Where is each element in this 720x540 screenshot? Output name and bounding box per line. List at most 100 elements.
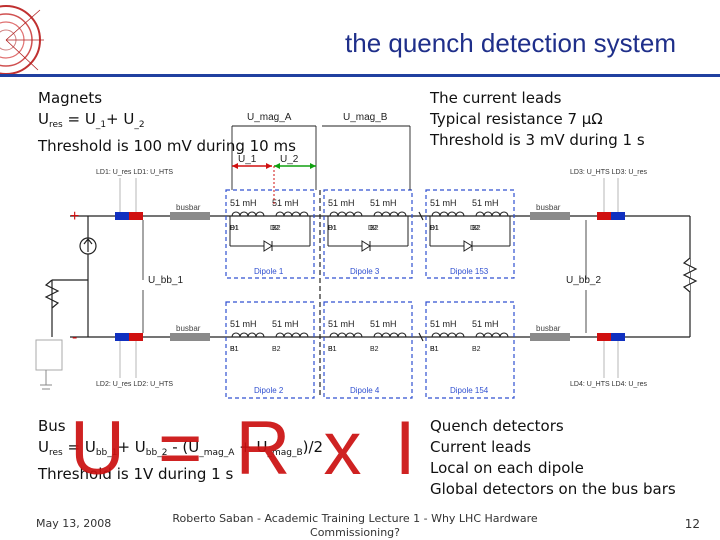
busbar-label-bl: busbar [176, 324, 201, 333]
inductance-label: 51 mH [370, 198, 397, 208]
coil-label: B2 [272, 346, 281, 353]
bus-eq-bb1: bb_1 [95, 448, 118, 458]
magnets-threshold: Threshold is 100 mV during 10 ms [38, 137, 296, 155]
inductor-icon [275, 332, 309, 338]
diode-icon [361, 240, 371, 252]
bus-eq-sub: res [48, 448, 63, 458]
inductor-icon [275, 211, 309, 217]
diode-icon [263, 240, 273, 252]
inductor-icon [231, 332, 265, 338]
dipole-box-1 [225, 189, 315, 279]
eq-plus: + U [106, 110, 135, 128]
coil-label: D2 [368, 225, 377, 232]
qd-line2: Local on each dipole [430, 459, 584, 477]
coil-label: D1 [230, 225, 239, 232]
u1-label: U_1 [238, 154, 257, 165]
eq-mid: = U [62, 110, 96, 128]
lead-blocks [115, 212, 625, 341]
bus-eq-mag-a: _mag_A [199, 448, 235, 458]
inductor-icon [329, 332, 363, 338]
coil-label: D1 [328, 225, 337, 232]
coil-label: B1 [230, 225, 239, 232]
eq-lhs-sub: res [48, 120, 63, 130]
right-resistor-icon [682, 257, 698, 293]
bus-eq-u: U [38, 438, 49, 456]
bus-equation: Ures = Ubb_1+ Ubb_2 - (U_mag_A + U_mag_B… [38, 437, 323, 464]
inductance-label: 51 mH [472, 198, 499, 208]
inductor-icon [373, 332, 407, 338]
ohms-law-equation: U = R x I [70, 406, 422, 491]
inductance-label: 51 mH [230, 198, 257, 208]
circuit-diagram: + - busbar busbar busbar busbar LD1: U_r… [35, 112, 698, 399]
dipole-2-label: Dipole 2 [254, 386, 284, 395]
busbar-label-tr: busbar [536, 203, 561, 212]
minus-marker: - [72, 329, 77, 346]
bus-eq-plus2: + U [234, 438, 268, 456]
inductance-label: 51 mH [430, 198, 457, 208]
bus-eq-bb2: bb_2 [145, 448, 168, 458]
page-number: 12 [684, 517, 700, 531]
coil-label: B1 [230, 346, 239, 353]
coil-label: D2 [470, 225, 479, 232]
coil-label: D2 [270, 225, 279, 232]
u-mag-b-label: U_mag_B [343, 112, 388, 123]
plus-marker: + [70, 208, 79, 225]
inductance-label: 51 mH [328, 198, 355, 208]
inductance-label: 51 mH [272, 198, 299, 208]
bus-heading: Bus [38, 417, 66, 435]
lead-label-tl: LD1: U_res LD1: U_HTS [96, 169, 173, 176]
coil-label: B2 [472, 346, 481, 353]
coil-label: B1 [430, 346, 439, 353]
inductance-label: 51 mH [230, 319, 257, 329]
bus-eq-mag-b: _mag_B [267, 448, 303, 458]
u2-label: U_2 [280, 154, 299, 165]
inductor-icon [475, 211, 509, 217]
bus-threshold: Threshold is 1V during 1 s [38, 465, 234, 483]
dipole-box-2 [225, 301, 315, 399]
lead-label-tr: LD3: U_HTS LD3: U_res [570, 169, 648, 176]
dipole-153-label: Dipole 153 [450, 267, 489, 276]
footer-author: Roberto Saban - Academic Training Lectur… [150, 512, 560, 540]
inductance-label: 51 mH [370, 319, 397, 329]
coil-label: D1 [430, 225, 439, 232]
inductor-icon [475, 332, 509, 338]
magnets-block: Magnets Ures = U_1+ U_2 Threshold is 100… [38, 88, 296, 157]
left-resistor-icon [44, 279, 60, 309]
busbar-label-br: busbar [536, 324, 561, 333]
lead-label-br: LD4: U_HTS LD4: U_res [570, 381, 648, 388]
bus-eq-minus: - (U [167, 438, 200, 456]
bus-eq-end: )/2 [302, 438, 324, 456]
coil-label: B1 [328, 346, 337, 353]
inductance-label: 51 mH [328, 319, 355, 329]
dipole-4-label: Dipole 4 [350, 386, 380, 395]
coil-label: B1 [328, 225, 337, 232]
bus-eq-rest: = U [62, 438, 96, 456]
coil-label: B2 [370, 225, 379, 232]
coil-label: B2 [370, 346, 379, 353]
eq-lhs: U [38, 110, 49, 128]
u-mag-a-label: U_mag_A [247, 112, 292, 123]
inductance-label: 51 mH [430, 319, 457, 329]
magnets-equation: Ures = U_1+ U_2 [38, 109, 296, 136]
inductor-icon [373, 211, 407, 217]
inductor-icon [329, 211, 363, 217]
coil-label: B1 [230, 346, 239, 353]
dipole-box-153 [425, 189, 515, 279]
coil-label: B1 [430, 346, 439, 353]
qd-line1: Current leads [430, 438, 532, 456]
footer-date: May 13, 2008 [36, 517, 112, 530]
leads-block: The current leads Typical resistance 7 μ… [430, 88, 645, 151]
title-rule [0, 74, 720, 77]
eq-sub1: _1 [95, 120, 107, 130]
dipole-box-3 [323, 189, 413, 279]
magnets-heading: Magnets [38, 89, 103, 107]
inductor-icon [231, 211, 265, 217]
footer-author-line1: Roberto Saban - Academic Training Lectur… [172, 512, 538, 525]
coil-label: B2 [472, 225, 481, 232]
coil-label: B1 [328, 346, 337, 353]
dipole-box-4 [323, 301, 413, 399]
leads-resistance: Typical resistance 7 μΩ [430, 110, 603, 128]
dipole-box-154 [425, 301, 515, 399]
inductance-label: 51 mH [472, 319, 499, 329]
